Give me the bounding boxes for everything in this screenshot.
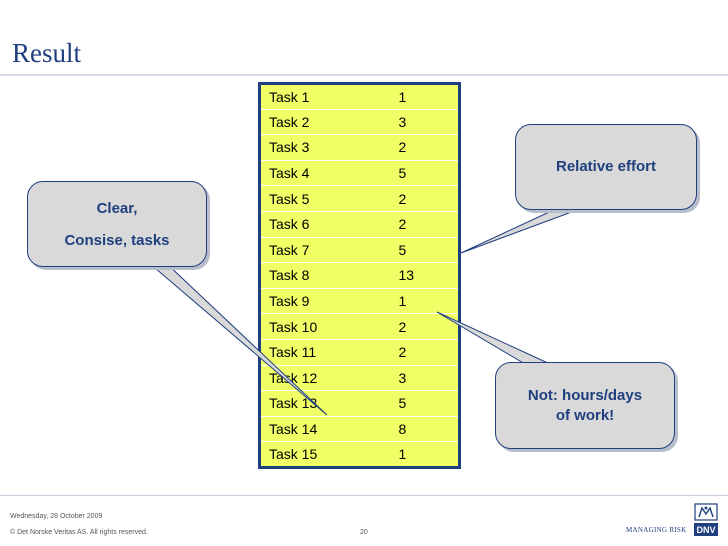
task-effort: 2 [390, 338, 460, 366]
footer-copyright: © Det Norske Veritas AS. All rights rese… [10, 529, 148, 536]
task-name: Task 6 [259, 210, 391, 238]
task-effort: 5 [390, 390, 460, 417]
footer-date: Wednesday, 28 October 2009 [10, 513, 103, 520]
footer-tagline: MANAGING RISK [626, 526, 687, 534]
dnv-logo: DNV [694, 503, 718, 536]
callout-right-bottom-line2: of work! [555, 407, 615, 424]
task-name: Task 9 [259, 287, 391, 314]
task-name: Task 5 [259, 185, 391, 212]
task-effort: 13 [390, 262, 460, 289]
title-divider [0, 74, 728, 76]
slide-title: Result [12, 38, 82, 68]
callout-left-line1: Clear, [96, 200, 138, 217]
task-effort: 5 [390, 159, 460, 186]
task-effort: 2 [390, 185, 460, 212]
footer-divider [0, 495, 728, 496]
task-row: Task 1 1 [260, 84, 460, 110]
task-effort: 2 [390, 210, 460, 238]
callout-left-line2: Consise, tasks [64, 232, 170, 249]
task-name: Task 11 [259, 338, 391, 366]
task-name: Task 4 [259, 159, 391, 186]
task-effort: 1 [390, 287, 460, 314]
pointer-right-top [460, 206, 586, 254]
task-name: Task 2 [259, 108, 391, 135]
task-name: Task 3 [259, 134, 391, 161]
page-number: 20 [360, 529, 368, 536]
task-effort: 1 [398, 88, 407, 105]
task-name: Task 7 [259, 236, 391, 263]
task-name: Task 13 [259, 390, 391, 417]
task-effort: 2 [390, 134, 460, 161]
task-effort: 3 [390, 364, 460, 391]
task-name: Task 8 [259, 262, 391, 289]
callout-not-hours: Not: hours/days of work! [495, 362, 675, 449]
pointer-right-bottom [436, 311, 551, 365]
task-name: Task 1 [269, 88, 310, 105]
logo-text: DNV [696, 525, 715, 535]
callout-right-top-line1: Relative effort [555, 158, 657, 175]
task-name: Task 10 [259, 313, 391, 340]
task-effort: 8 [390, 415, 460, 442]
callout-relative-effort: Relative effort [515, 124, 697, 210]
callout-clear-tasks: Clear, Consise, tasks [27, 181, 207, 267]
callout-right-bottom-line1: Not: hours/days [527, 387, 643, 404]
task-name: Task 14 [259, 415, 391, 442]
task-name: Task 15 [259, 441, 391, 468]
task-effort: 5 [390, 236, 460, 263]
pointer-left [147, 261, 328, 416]
task-effort: 3 [390, 108, 460, 135]
task-effort: 1 [390, 441, 460, 468]
